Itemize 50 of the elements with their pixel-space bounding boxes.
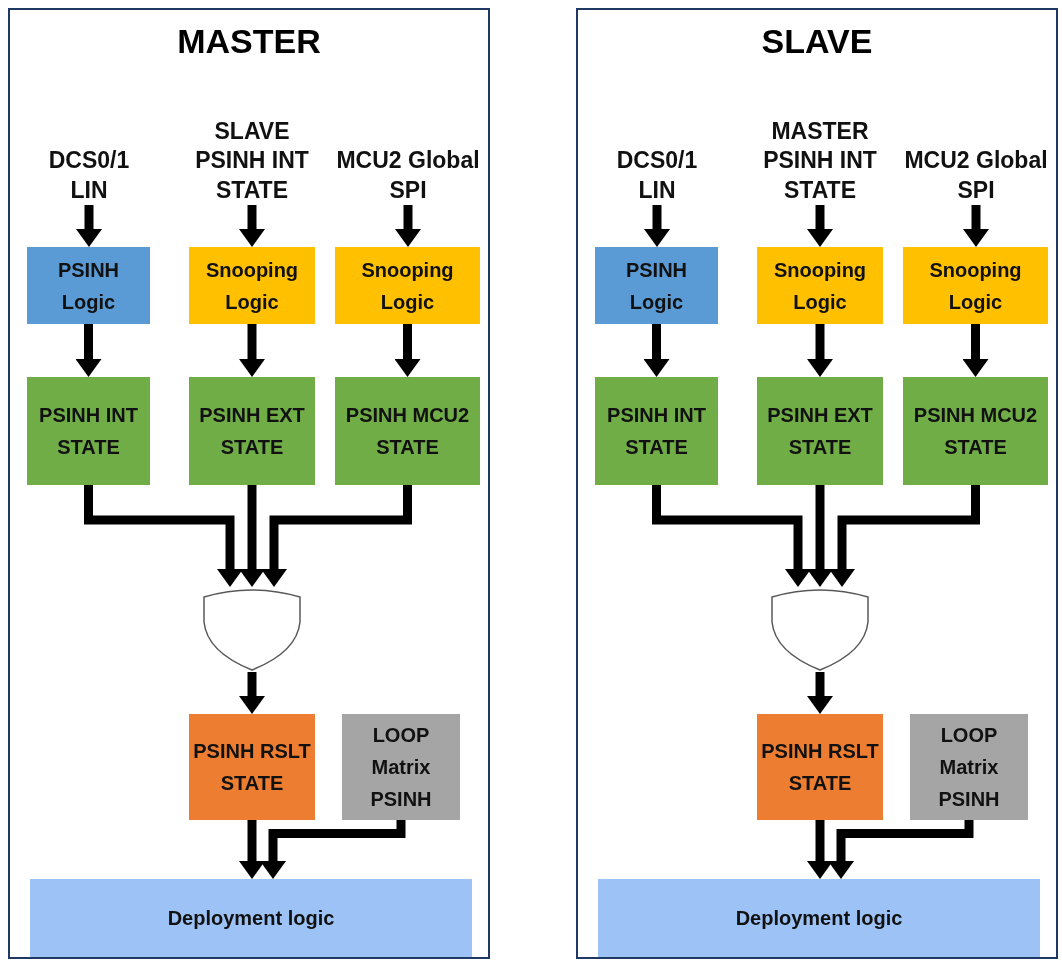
arrow [807, 672, 833, 714]
arrow [807, 820, 833, 879]
arrow [239, 672, 265, 714]
arrow [76, 205, 102, 247]
panel-frame [8, 8, 490, 959]
arrow [828, 820, 974, 879]
arrow [239, 485, 265, 587]
process-box: PSINH RSLT STATE [757, 714, 883, 820]
process-box: Deployment logic [30, 879, 472, 957]
process-box: LOOP Matrix PSINH [342, 714, 460, 820]
process-box: PSINH Logic [27, 247, 150, 324]
arrow [644, 205, 670, 247]
input-label: MASTER PSINH INT STATE [762, 116, 878, 205]
process-box: PSINH INT STATE [595, 377, 718, 485]
process-box: Snooping Logic [189, 247, 315, 324]
process-box: PSINH MCU2 STATE [903, 377, 1048, 485]
process-box: PSINH RSLT STATE [189, 714, 315, 820]
arrow [75, 324, 102, 377]
input-label: MCU2 Global SPI [903, 146, 1049, 205]
process-box: PSINH EXT STATE [189, 377, 315, 485]
process-box: Snooping Logic [903, 247, 1048, 324]
process-box: LOOP Matrix PSINH [910, 714, 1028, 820]
process-box: Deployment logic [598, 879, 1040, 957]
panel-title: MASTER [176, 22, 322, 61]
input-label: DCS0/1 LIN [615, 146, 699, 205]
arrow [807, 485, 833, 587]
panel-title: SLAVE [760, 22, 874, 61]
arrow [260, 820, 406, 879]
process-box: PSINH EXT STATE [757, 377, 883, 485]
arrow [643, 324, 670, 377]
panel-frame [576, 8, 1058, 959]
arrow [239, 324, 265, 377]
arrow [239, 820, 265, 879]
process-box: PSINH INT STATE [27, 377, 150, 485]
or-gate-symbol [202, 587, 302, 672]
process-box: PSINH Logic [595, 247, 718, 324]
arrow [962, 324, 989, 377]
process-box: Snooping Logic [335, 247, 480, 324]
arrow [395, 205, 421, 247]
input-label: SLAVE PSINH INT STATE [194, 116, 310, 205]
input-label: MCU2 Global SPI [335, 146, 481, 205]
arrow [807, 205, 833, 247]
or-gate-symbol [770, 587, 870, 672]
arrow [239, 205, 265, 247]
process-box: PSINH MCU2 STATE [335, 377, 480, 485]
process-box: Snooping Logic [757, 247, 883, 324]
arrow [807, 324, 833, 377]
input-label: DCS0/1 LIN [47, 146, 131, 205]
arrow [394, 324, 421, 377]
arrow [963, 205, 989, 247]
